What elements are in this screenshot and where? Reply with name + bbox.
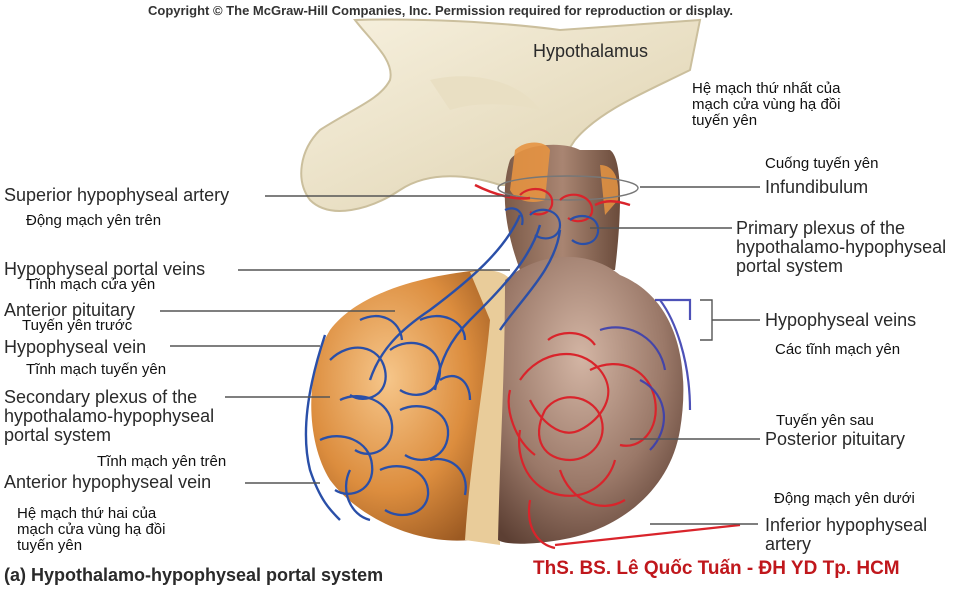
hypothalamus-label: Hypothalamus	[533, 41, 649, 61]
stalk-label-vi: Cuống tuyến yên	[765, 155, 879, 172]
copyright-notice: Copyright © The McGraw-Hill Companies, I…	[148, 3, 734, 18]
superior-artery-label-vi: Động mạch yên trên	[26, 212, 162, 229]
second-system-label-vi: Hệ mạch thứ hai của mạch cửa vùng hạ đồi…	[17, 505, 166, 554]
hypophyseal-vein-label: Hypophyseal vein	[4, 337, 147, 357]
secondary-plexus-label: Secondary plexus of the hypothalamo-hypo…	[4, 387, 215, 445]
superior-artery-label: Superior hypophyseal artery	[4, 185, 230, 205]
inferior-artery-label: Inferior hypophyseal artery	[765, 515, 928, 554]
anterior-pituitary-label-vi: Tuyến yên trước	[22, 317, 133, 334]
inferior-artery-label-vi: Động mạch yên dưới	[774, 490, 915, 507]
posterior-lobe-shape	[498, 256, 684, 544]
hypophyseal-veins-label: Hypophyseal veins	[765, 310, 917, 330]
infundibulum-ring	[497, 175, 639, 201]
anterior-vein-label: Anterior hypophyseal vein	[4, 472, 212, 492]
portal-veins-label: Hypophyseal portal veins	[4, 259, 206, 279]
superior-artery-right	[594, 200, 631, 207]
posterior-venous-network	[599, 298, 692, 451]
pars-tuberalis	[510, 142, 550, 202]
portal-vein-paths	[304, 214, 562, 521]
hypothalamus-shape	[300, 18, 702, 212]
hypothalamus-fold	[430, 76, 540, 110]
posterior-pituitary-label: Posterior pituitary	[765, 429, 906, 449]
posterior-pituitary-label-vi: Tuyến yên sau	[776, 412, 874, 429]
author-credit: ThS. BS. Lê Quốc Tuấn - ĐH YD Tp. HCM	[533, 558, 900, 579]
hypophyseal-veins-label-vi: Các tĩnh mạch yên	[775, 341, 901, 358]
posterior-capillary-network	[507, 332, 741, 550]
primary-plexus-network	[504, 187, 600, 246]
hypophyseal-vein-label-vi: Tĩnh mạch tuyến yên	[26, 361, 167, 378]
anterior-capillary-network	[319, 315, 472, 522]
first-system-label-vi: Hệ mạch thứ nhất của mạch cửa vùng hạ đồ…	[692, 80, 841, 129]
infundibulum-label: Infundibulum	[765, 177, 869, 197]
leader-lines	[160, 186, 760, 525]
primary-plexus-label: Primary plexus of the hypothalamo-hypoph…	[736, 218, 947, 276]
portal-veins-label-vi: Tĩnh mạch cửa yên	[26, 276, 156, 293]
superior-vein-label-vi: Tĩnh mạch yên trên	[97, 453, 227, 470]
anterior-pituitary-label: Anterior pituitary	[4, 300, 136, 320]
figure-caption: (a) Hypothalamo-hypophyseal portal syste…	[4, 565, 384, 585]
